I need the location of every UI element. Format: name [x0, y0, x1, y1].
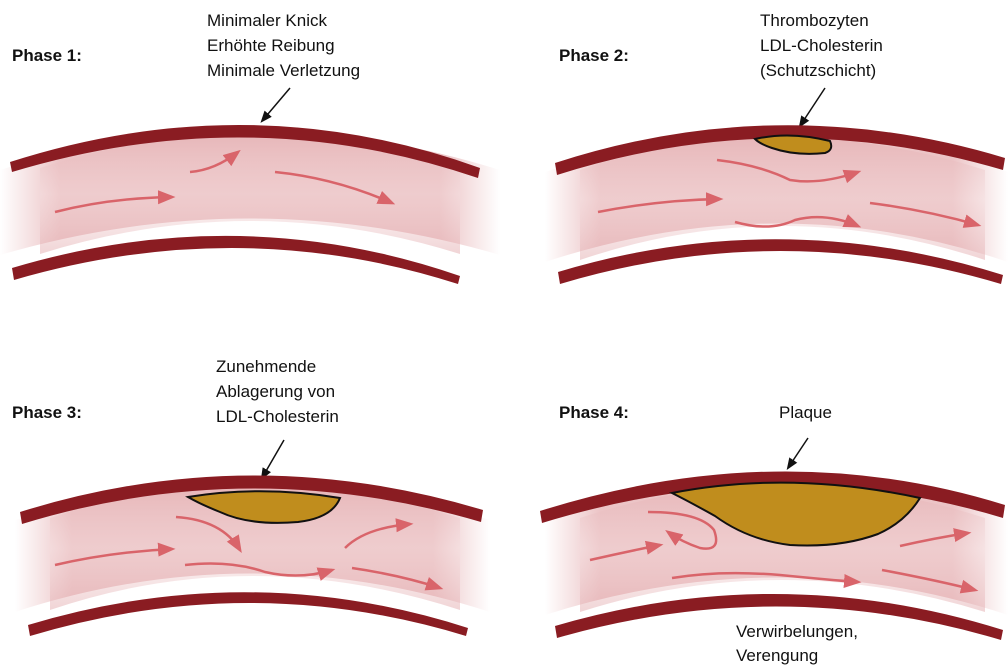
phase-1-label-line-2: Erhöhte Reibung	[207, 36, 335, 55]
phase-1-pointer-arrow	[262, 88, 290, 121]
phase-2-pointer-arrow	[800, 88, 825, 126]
phase-4-title: Phase 4:	[559, 403, 629, 422]
phase-1-label-line-3: Minimale Verletzung	[207, 61, 360, 80]
phase-3-title: Phase 3:	[12, 403, 82, 422]
phase-2-label-line-3: (Schutzschicht)	[760, 61, 876, 80]
phase-2: Phase 2: Thrombozyten LDL-Cholesterin (S…	[545, 11, 1008, 284]
phase-2-label-line-2: LDL-Cholesterin	[760, 36, 883, 55]
phase-4-bottom-label-line-1: Verwirbelungen,	[736, 622, 858, 641]
phase-3-label-line-2: Ablagerung von	[216, 382, 335, 401]
phase-4-bottom-label-line-2: Verengung	[736, 646, 818, 665]
phase-4-label-line-1: Plaque	[779, 403, 832, 422]
phase-4-pointer-arrow	[788, 438, 808, 468]
phase-1-lower-wall	[12, 236, 460, 284]
phase-3-label-line-1: Zunehmende	[216, 357, 316, 376]
phase-3-lower-wall	[28, 592, 468, 636]
phase-3-pointer-arrow	[262, 440, 284, 478]
phase-3-label-line-3: LDL-Cholesterin	[216, 407, 339, 426]
phase-3: Phase 3: Zunehmende Ablagerung von LDL-C…	[12, 357, 490, 636]
phase-4: Phase 4: Plaque Verwirbelungen, Verengun…	[540, 403, 1008, 665]
phase-2-title: Phase 2:	[559, 46, 629, 65]
phase-2-label-line-1: Thrombozyten	[760, 11, 869, 30]
phase-1-title: Phase 1:	[12, 46, 82, 65]
phase-1: Phase 1: Minimaler Knick Erhöhte Reibung…	[0, 11, 500, 284]
phase-1-label-line-1: Minimaler Knick	[207, 11, 327, 30]
